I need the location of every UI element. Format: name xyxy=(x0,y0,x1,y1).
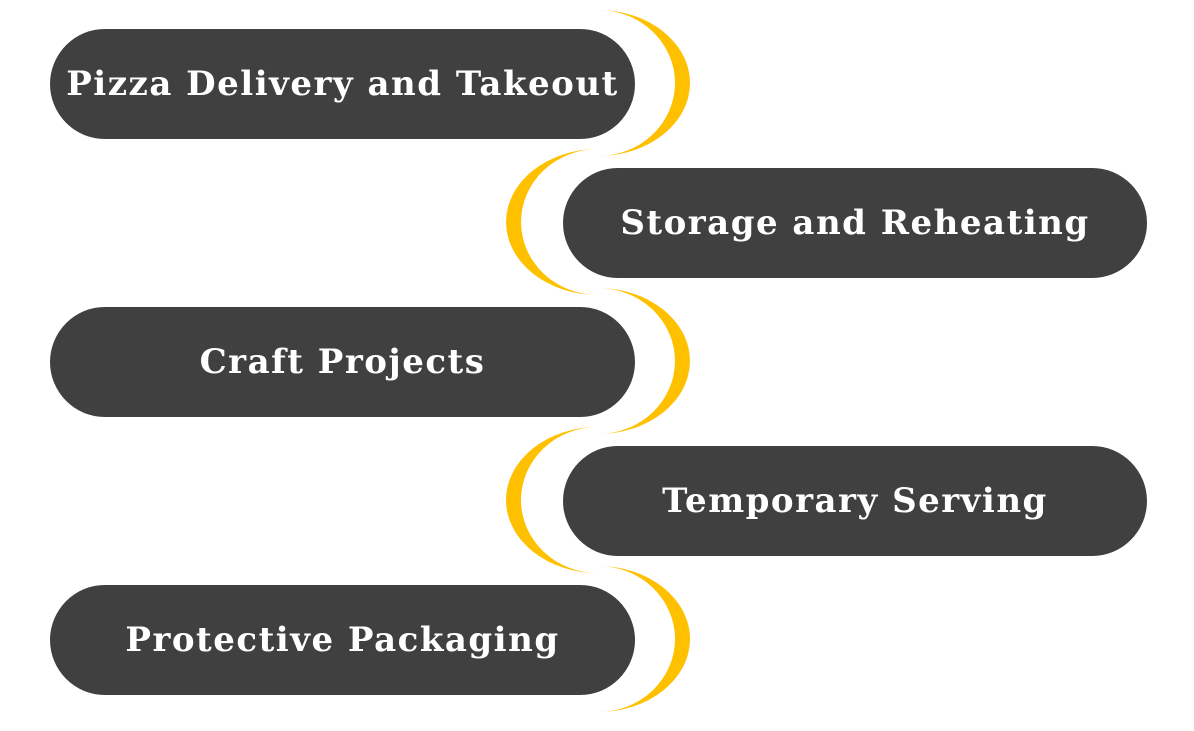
crescent-4 xyxy=(506,427,598,573)
item-label: Temporary Serving xyxy=(662,481,1048,521)
item-temporary-serving: Temporary Serving xyxy=(563,446,1147,556)
item-storage-and-reheating: Storage and Reheating xyxy=(563,168,1147,278)
crescent-3 xyxy=(598,288,690,434)
crescent-1 xyxy=(598,10,690,156)
item-protective-packaging: Protective Packaging xyxy=(50,585,635,695)
item-pizza-delivery-and-takeout: Pizza Delivery and Takeout xyxy=(50,29,635,139)
item-label: Pizza Delivery and Takeout xyxy=(66,64,619,104)
item-label: Craft Projects xyxy=(199,342,486,382)
crescent-5 xyxy=(598,566,690,712)
item-label: Storage and Reheating xyxy=(620,203,1090,243)
item-label: Protective Packaging xyxy=(125,620,560,660)
item-craft-projects: Craft Projects xyxy=(50,307,635,417)
crescent-2 xyxy=(506,149,598,295)
